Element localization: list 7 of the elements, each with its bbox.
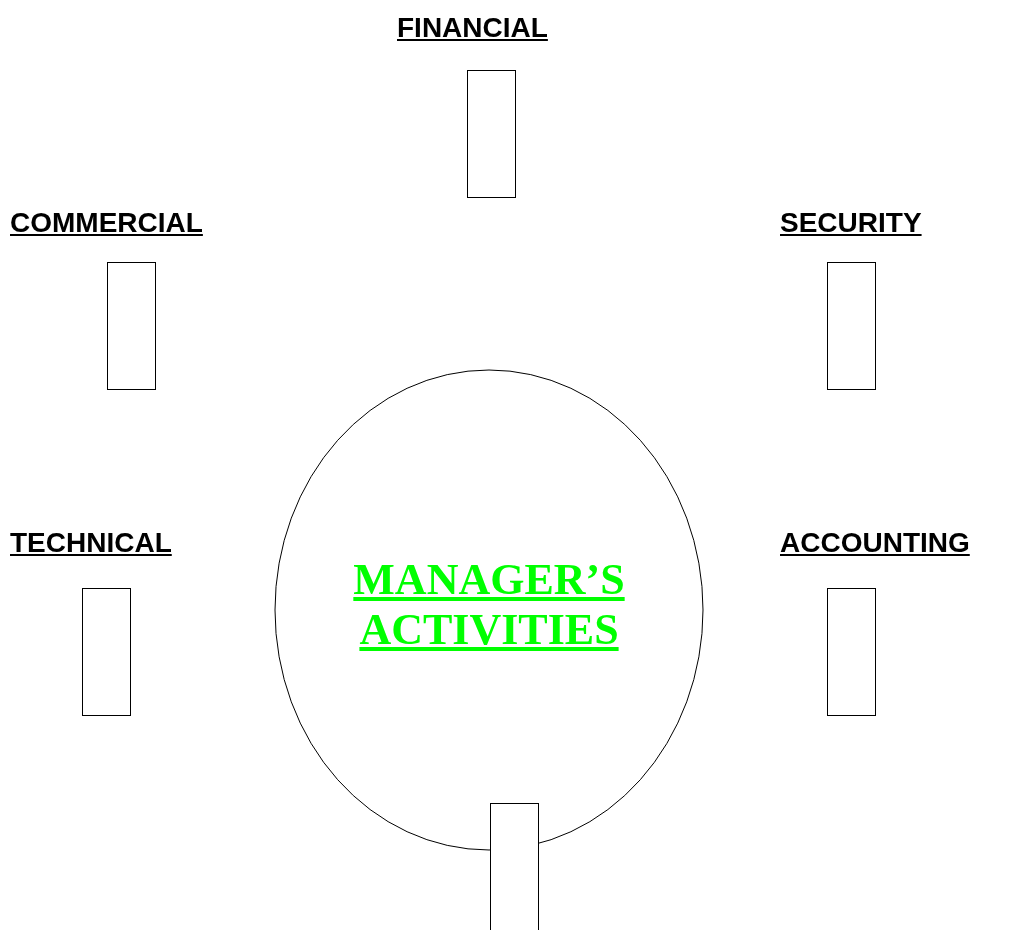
category-heading: SECURITY: [780, 207, 922, 239]
category-heading: TECHNICAL: [10, 527, 172, 559]
category-heading: COMMERCIAL: [10, 207, 203, 239]
category-heading: ACCOUNTING: [780, 527, 970, 559]
empty-box: [490, 803, 539, 930]
center-title: MANAGER’S ACTIVITIES: [352, 555, 626, 655]
category-heading: FINANCIAL: [397, 12, 548, 44]
